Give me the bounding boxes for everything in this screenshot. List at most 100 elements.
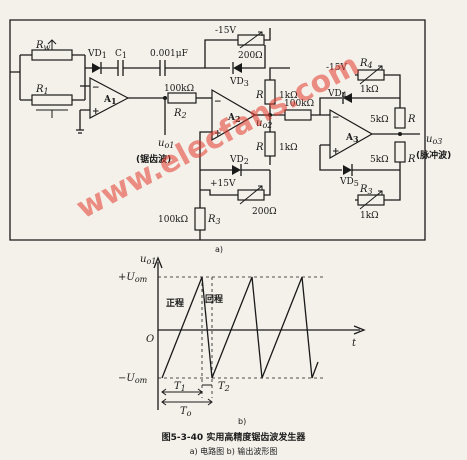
vd3-wires	[232, 45, 266, 74]
r1-tap	[36, 109, 68, 118]
label-vd3: VD3	[229, 77, 249, 88]
label-vd5: VD5	[339, 177, 359, 188]
op-amp-a2	[211, 88, 257, 142]
label-a3: A3	[345, 133, 359, 144]
resistor-5k-top	[394, 107, 406, 129]
label-5k-top: 5kΩ	[370, 115, 389, 125]
period-markers	[162, 384, 212, 403]
label-minus15v-top: -15V	[215, 26, 236, 36]
label-return: 回程	[205, 293, 223, 305]
resistor-r-bot-1k	[264, 131, 276, 157]
label-minus15v-right: -15V	[326, 63, 347, 73]
outer-feedback-wire	[9, 19, 426, 241]
label-plus-uom: +Uom	[118, 272, 148, 284]
input-branch-wires	[10, 54, 86, 101]
label-r-out-top: R	[407, 114, 416, 125]
pot-bottom-wire	[264, 170, 271, 196]
resistor-rw	[31, 49, 73, 61]
pot-top-arrow	[239, 31, 263, 49]
a2-plus: +	[214, 129, 222, 139]
label-r4-val: 1kΩ	[360, 85, 379, 95]
label-r3: R3	[207, 214, 221, 226]
label-c1: C1	[115, 49, 127, 60]
a1-input-wires	[79, 85, 90, 130]
a1-plus: +	[92, 107, 100, 117]
label-r2: R2	[173, 108, 187, 120]
vd2-cathode	[240, 164, 270, 176]
label-1k-bot: 1kΩ	[279, 143, 298, 153]
label-minus-uom: −Uom	[118, 373, 148, 385]
label-t-axis: t	[352, 338, 357, 349]
label-forward: 正程	[166, 297, 184, 309]
label-0001uf: 0.001μF	[150, 49, 188, 59]
label-vd2: VD2	[229, 155, 249, 166]
label-uo1: uo1	[158, 138, 174, 150]
figure-caption-sub: a) 电路图 b) 输出波形图	[190, 446, 278, 456]
label-to: To	[180, 406, 192, 418]
label-vd4: VD4	[327, 89, 347, 100]
op-amp-a3	[329, 108, 374, 160]
label-uo2: uo2	[256, 118, 272, 130]
a3-feedback	[319, 97, 342, 171]
period-arrows	[161, 388, 213, 406]
label-r-out-bot: R	[407, 154, 416, 165]
label-uo3: uo3	[426, 134, 442, 146]
watermark-elecfans: www.elecfans.com	[71, 47, 366, 226]
vd5-wires	[351, 164, 400, 176]
period-guides	[201, 277, 213, 398]
label-sawtooth: (锯齿波)	[136, 153, 171, 165]
r3-right-arrow	[359, 190, 383, 210]
diode-vd1	[92, 63, 101, 73]
label-100k-a: 100kΩ	[164, 84, 194, 94]
label-100k-c: 100kΩ	[158, 215, 188, 225]
label-r-bot: R	[255, 142, 264, 153]
label-r1: R1	[35, 84, 49, 96]
diode-vd3	[233, 63, 242, 73]
label-r-top: R	[255, 90, 264, 101]
plus15-wire	[200, 189, 238, 196]
label-5k-bot: 5kΩ	[370, 155, 389, 165]
label-a2: A2	[227, 113, 241, 124]
label-vd1: VD1	[87, 49, 107, 60]
pot-bottom-arrow	[239, 185, 263, 205]
label-1k-top: 1kΩ	[279, 91, 298, 101]
node-uo3	[398, 132, 402, 136]
label-uo1-axis: uo1	[140, 254, 156, 266]
label-200-top: 200Ω	[238, 51, 263, 61]
a2-minus: −	[214, 97, 222, 107]
sawtooth-wave	[161, 276, 319, 379]
x-axis-arrow	[353, 325, 366, 335]
capacitor-0001uf	[159, 60, 205, 76]
label-a1: A1	[103, 95, 117, 106]
y-axis-arrow	[153, 256, 163, 269]
label-t2: T2	[218, 381, 230, 393]
label-r3-right-val: 1kΩ	[360, 211, 379, 221]
waveform-diagram: uo1 +Uom −Uom 正程 回程 O t T1 T2 To b)	[118, 254, 366, 426]
label-100k-b: 100kΩ	[284, 99, 314, 109]
rw-wiper	[47, 39, 57, 50]
diode-vd5	[343, 165, 352, 175]
resistor-r3	[194, 207, 206, 231]
a3-plus: +	[332, 147, 340, 157]
resistor-5k-bot	[394, 141, 406, 163]
r4-arrow	[359, 65, 383, 85]
label-r3-right: R3	[359, 184, 373, 196]
circuit-diagram: Rw R1 VD1 C1 0.001μF -15V 200Ω VD3 A1 − …	[9, 19, 451, 254]
label-200-bot: 200Ω	[252, 207, 277, 217]
diode-vd2	[232, 165, 241, 175]
diode-vd4	[343, 93, 352, 103]
label-fig-b: b)	[238, 417, 246, 426]
a2-plus-input	[199, 131, 212, 208]
resistor-r2	[167, 92, 197, 104]
label-plus15v: +15V	[210, 179, 236, 189]
label-t1: T1	[174, 381, 186, 393]
label-fig-a: a)	[215, 245, 223, 254]
pot-top-supply	[264, 28, 271, 41]
a1-ground	[76, 129, 84, 134]
figure-caption-title: 图5-3-40 实用高精度锯齿波发生器	[162, 431, 307, 443]
label-origin: O	[146, 334, 154, 345]
label-r4: R4	[359, 58, 373, 70]
a3-minus: −	[332, 113, 340, 123]
resistor-r-top-1k	[264, 79, 276, 105]
